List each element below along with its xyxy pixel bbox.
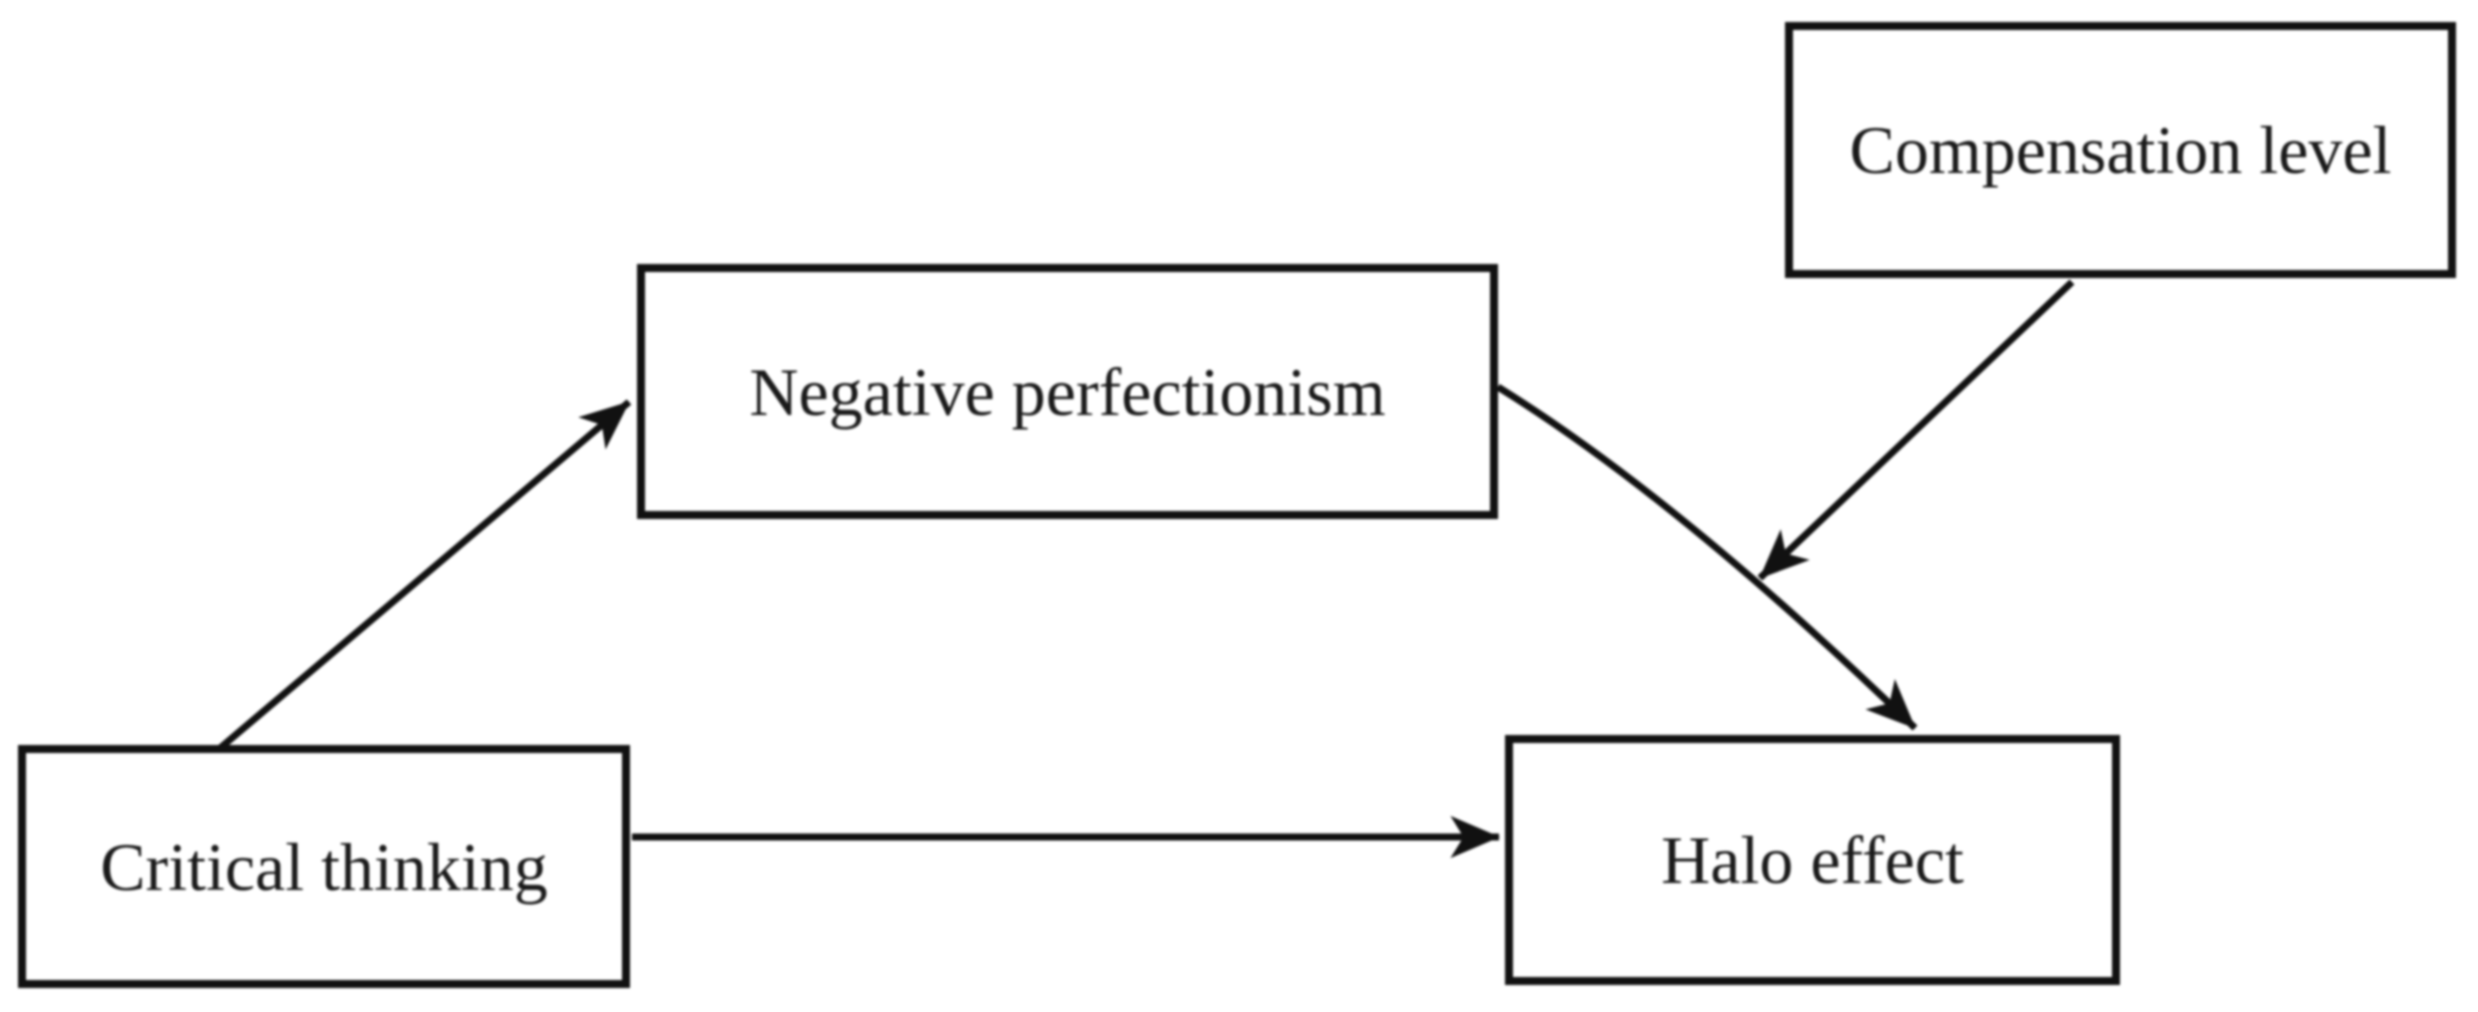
node-critical-thinking-label: Critical thinking [100,828,548,905]
arrow-negative-to-halo [1496,384,1918,731]
node-halo-effect: Halo effect [1505,735,2120,985]
arrow-critical-to-negative [216,399,632,752]
node-negative-perfectionism: Negative perfectionism [637,264,1498,519]
node-halo-effect-label: Halo effect [1661,822,1964,898]
node-compensation-level: Compensation level [1785,22,2456,278]
node-critical-thinking: Critical thinking [18,745,630,988]
node-compensation-level-label: Compensation level [1849,112,2392,188]
arrow-compensation-to-mediation-path [1757,279,2075,581]
node-negative-perfectionism-label: Negative perfectionism [749,353,1386,430]
